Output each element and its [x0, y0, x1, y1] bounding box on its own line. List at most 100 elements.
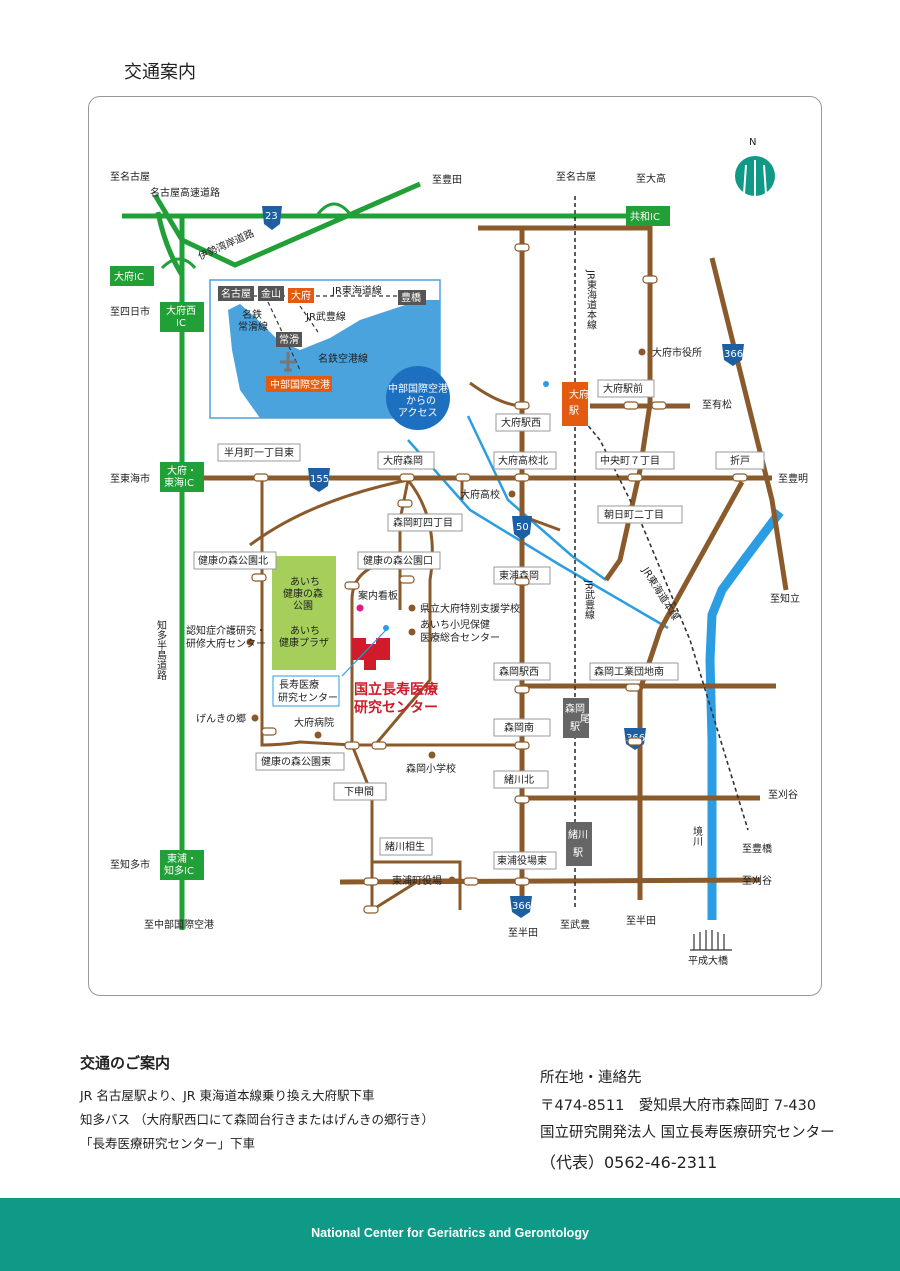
svg-text:155: 155: [310, 474, 329, 485]
svg-text:大府IC: 大府IC: [114, 270, 144, 283]
dest-toyohashi: 至豊橋: [742, 842, 772, 855]
int-shimo-shinma: 下申間: [344, 785, 374, 798]
dest-taketoyo: 至武豊: [560, 918, 590, 931]
ic-obu-tokai[interactable]: 大府・東海IC: [160, 462, 204, 492]
int-obu-morioka: 大府森岡: [383, 454, 423, 467]
int-morioka-eki-nishi: 森岡駅西: [499, 665, 539, 678]
lm-kenritsu-obu: 県立大府特別支援学校: [420, 602, 520, 615]
landmark-dots: [246, 348, 646, 884]
blue-route-1: [407, 439, 669, 630]
svg-text:駅: 駅: [573, 847, 583, 859]
inset-map[interactable]: 名古屋 金山 大府 豊橋 JR東海道線 名鉄 常滑線 JR武豊線 常滑 名鉄空港…: [209, 279, 450, 430]
inset-access-3: アクセス: [398, 407, 438, 419]
plaza-label-1: あいち: [290, 625, 320, 637]
dest-yonkaichi: 至四日市: [110, 305, 150, 318]
dest-odaka: 至大高: [636, 172, 666, 185]
label-jr-tokaido-vertical: JR東海道本線: [585, 269, 597, 330]
contact-phone: （代表）0562-46-2311: [540, 1153, 718, 1172]
contact-org: 国立研究開発法人 国立長寿医療研究センター: [540, 1125, 835, 1141]
svg-text:東海IC: 東海IC: [164, 476, 194, 489]
label-jr-taketoyo: JR武豊線: [583, 579, 595, 620]
svg-text:駅: 駅: [570, 721, 580, 733]
route-50-shield: 50: [512, 516, 532, 540]
lm-obu-koko: 大府高校: [460, 488, 500, 501]
intersection-labels: [193, 379, 765, 870]
plaza-label-2: 健康プラザ: [279, 636, 329, 649]
int-ogawa-kita: 緒川北: [504, 773, 534, 786]
label-nagoya-expressway: 名古屋高速道路: [150, 186, 220, 199]
svg-text:大府・: 大府・: [167, 464, 197, 477]
north-arrow-icon: N: [735, 137, 775, 196]
lm-higashiura-yakuba: 東浦町役場: [392, 874, 442, 887]
page-title: 交通案内: [124, 62, 196, 83]
traffic-signals: [251, 243, 748, 914]
svg-text:知多IC: 知多IC: [164, 864, 194, 877]
inset-tokoname: 常滑: [279, 333, 299, 346]
dest-kariya-1: 至刈谷: [768, 788, 798, 801]
label-heisei-bridge: 平成大橋: [688, 954, 728, 967]
station-ogawa[interactable]: 緒川駅: [566, 822, 592, 866]
int-kenko-mori-higashi: 健康の森公園東: [261, 755, 331, 768]
contact-address: 〒474-8511 愛知県大府市森岡町 7-430: [540, 1098, 817, 1114]
sakai-river: [705, 509, 784, 920]
ic-obu[interactable]: 大府IC: [110, 266, 154, 286]
lm-genki-no-sato: げんきの郷: [196, 713, 246, 725]
inset-chubu-airport: 中部国際空港: [270, 378, 330, 391]
access-map[interactable]: N: [0, 0, 900, 1000]
svg-text:23: 23: [265, 211, 278, 222]
int-chuo-7: 中央町７丁目: [600, 454, 660, 467]
svg-text:大府西: 大府西: [166, 304, 196, 317]
int-oriido: 折戸: [730, 454, 750, 467]
svg-text:共和IC: 共和IC: [630, 211, 660, 223]
ncgg-callout-2: 研究センター: [278, 691, 338, 704]
dest-chubu-airport: 至中部国際空港: [144, 918, 214, 931]
local-roads: [249, 381, 561, 913]
ic-higashiura-chita[interactable]: 東浦・知多IC: [160, 850, 204, 880]
access-line-1: JR 名古屋駅より、JR 東海道本線乗り換え大府駅下車: [80, 1088, 375, 1103]
inset-nagoya: 名古屋: [221, 287, 251, 300]
dest-toyoake: 至豊明: [778, 472, 808, 485]
svg-text:緒川: 緒川: [568, 828, 588, 841]
int-asahi-2: 朝日町二丁目: [604, 509, 664, 521]
int-morioka-kogyo: 森岡工業団地南: [594, 665, 664, 678]
inset-kanayama: 金山: [261, 287, 281, 300]
dest-higashiura: 至東海市: [110, 472, 150, 485]
svg-text:366: 366: [512, 901, 531, 912]
heisei-bridge-icon: [690, 930, 732, 951]
major-roads: [182, 225, 789, 902]
dest-handa-2: 至半田: [626, 914, 656, 927]
svg-text:366: 366: [724, 349, 743, 360]
label-chita-hanto: 知多半島道路: [155, 619, 167, 681]
inset-obu: 大府: [291, 289, 311, 302]
station-obu[interactable]: 大府駅: [562, 382, 589, 426]
ic-kyowa[interactable]: 共和IC: [626, 206, 670, 226]
svg-text:森岡: 森岡: [565, 702, 585, 715]
airplane-icon: [280, 352, 296, 372]
ncgg-callout-box: [272, 675, 340, 707]
inset-jr-taketoyo: JR武豊線: [305, 310, 346, 323]
ncgg-label-2: 研究センター: [354, 699, 438, 716]
map-frame: [88, 96, 822, 996]
route-23-shield: 23: [262, 206, 282, 230]
ncgg-callout-1: 長寿医療: [279, 678, 319, 691]
route-155-shield: 155: [308, 468, 330, 492]
pin-icon: [383, 381, 549, 631]
inset-jr-tokaido: JR東海道線: [331, 284, 382, 297]
footer-text: National Center for Geriatrics and Geron…: [311, 1226, 589, 1240]
lm-aichi-shoni-1: あいち小児保健: [420, 618, 490, 631]
svg-text:尾張: 尾張: [580, 713, 600, 725]
dest-kariya-2: 至刈谷: [742, 874, 772, 887]
int-higashiura-yakuba-higashi: 東浦役場東: [497, 854, 547, 867]
ncgg-label-1: 国立長寿医療: [354, 681, 439, 698]
svg-text:50: 50: [516, 522, 529, 533]
lm-obu-byoin: 大府病院: [294, 716, 334, 729]
access-heading: 交通のご案内: [80, 1054, 171, 1072]
park-label-1: あいち: [290, 576, 320, 588]
blue-route-2: [466, 415, 607, 582]
contact-label: 所在地・連絡先: [540, 1070, 642, 1086]
dest-arimatsu: 至有松: [702, 398, 732, 411]
annai-kanban-marker: [356, 604, 364, 612]
ncgg-building-icon: [352, 638, 390, 670]
